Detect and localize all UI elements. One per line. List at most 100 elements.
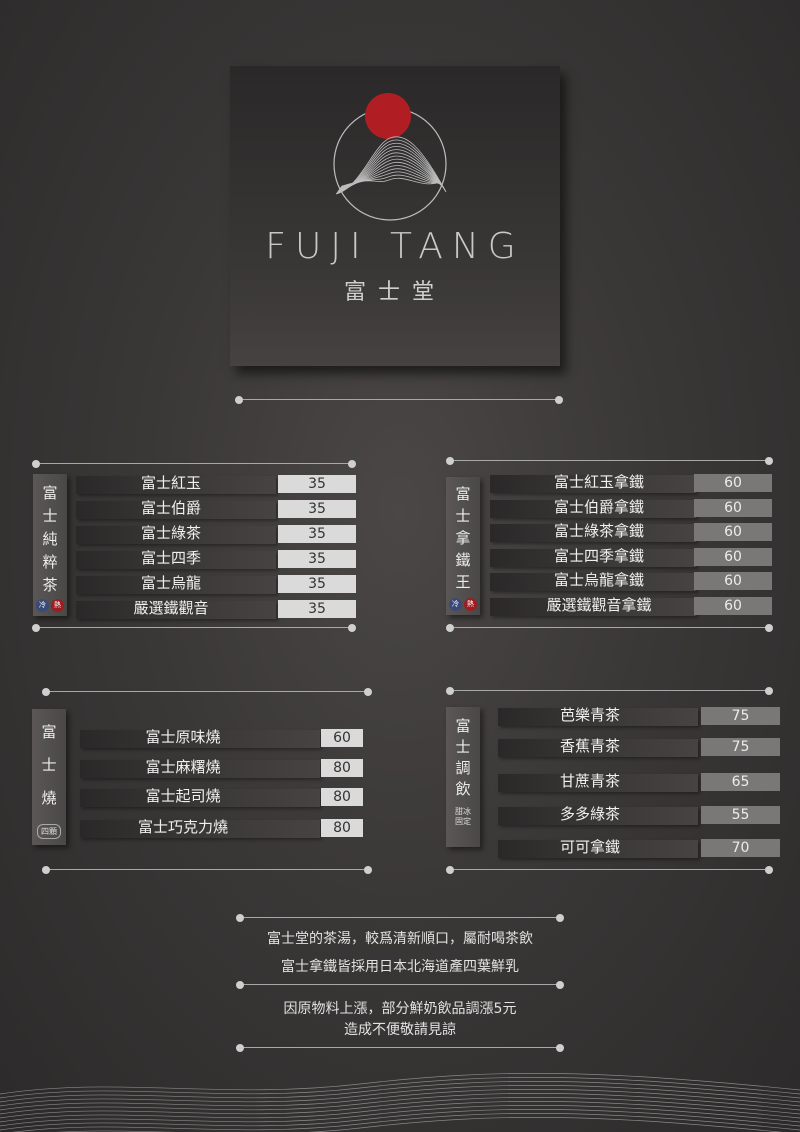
item-price: 35 <box>278 550 356 568</box>
item-name-bar <box>80 730 320 748</box>
item-price: 75 <box>701 707 780 725</box>
menu-item-row: 香蕉青茶 75 <box>498 735 781 757</box>
item-name: 富士烏龍 <box>140 574 201 592</box>
item-price: 35 <box>278 525 356 543</box>
divider <box>236 914 564 922</box>
menu-item-row: 富士伯爵 35 <box>76 497 358 519</box>
hot-badge: 熱 <box>51 599 64 612</box>
mount-fuji-sun-icon <box>333 93 447 221</box>
item-name: 富士烏龍拿鐵 <box>553 571 644 589</box>
section-label-char: 鐵 <box>455 551 471 569</box>
divider <box>42 866 372 874</box>
item-price: 80 <box>321 788 363 806</box>
section-tab-yaki: 富 士 燒 四顆 <box>32 709 66 845</box>
item-name-bar <box>498 774 698 792</box>
item-name: 甘蔗青茶 <box>559 772 620 790</box>
item-name-bar <box>80 820 320 838</box>
section-label-char: 調 <box>455 759 471 777</box>
item-name-bar <box>498 840 698 858</box>
divider <box>446 687 773 695</box>
item-name: 嚴選鐵觀音 <box>133 599 209 617</box>
cold-badge: 冷 <box>449 598 462 611</box>
item-name: 富士伯爵拿鐵 <box>553 497 644 516</box>
menu-item-row: 富士綠茶 35 <box>76 522 358 544</box>
divider <box>42 688 372 696</box>
section-label-char: 士 <box>42 507 58 525</box>
item-name: 富士原味燒 <box>145 728 221 746</box>
temperature-options: 冷 熱 <box>36 599 64 612</box>
cold-badge: 冷 <box>36 599 49 612</box>
item-name: 富士四季拿鐵 <box>553 546 644 565</box>
item-price: 80 <box>321 819 363 837</box>
menu-item-row: 可可拿鐵 70 <box>498 836 781 858</box>
note-line: 甜冰 <box>455 807 471 816</box>
section-label-char: 富 <box>455 717 471 735</box>
item-name: 富士巧克力燒 <box>137 818 228 836</box>
section-label-char: 士 <box>455 738 471 756</box>
item-name-bar <box>76 551 276 569</box>
divider <box>236 981 564 989</box>
section-label-char: 士 <box>41 756 57 774</box>
section-label-char: 拿 <box>455 529 471 547</box>
item-price: 60 <box>694 523 772 541</box>
item-price: 75 <box>701 738 780 756</box>
item-name: 多多綠茶 <box>559 805 620 823</box>
section-label-char: 粹 <box>42 553 58 571</box>
logo-card: FUJI TANG 富士堂 <box>230 66 560 366</box>
menu-item-row: 富士巧克力燒 80 <box>80 816 364 838</box>
brand-name-en: FUJI TANG <box>265 226 525 267</box>
item-name-bar <box>80 789 320 807</box>
menu-item-row: 芭樂青茶 75 <box>498 704 781 726</box>
divider <box>446 866 773 874</box>
item-name: 富士起司燒 <box>145 787 221 805</box>
item-name: 可可拿鐵 <box>559 838 620 856</box>
item-name: 富士紅玉 <box>140 474 201 492</box>
item-name: 芭樂青茶 <box>559 706 620 724</box>
item-name-bar <box>76 476 276 494</box>
item-name-bar <box>76 526 276 544</box>
item-name-bar <box>80 760 320 778</box>
footer-note-3: 因原物料上漲，部分鮮奶飲品調漲5元 <box>283 1001 517 1017</box>
divider <box>235 396 563 404</box>
item-name-bar <box>490 597 696 616</box>
menu-item-row: 富士起司燒 80 <box>80 785 364 807</box>
item-name: 富士綠茶 <box>140 524 201 542</box>
item-name-bar <box>490 499 696 518</box>
item-price: 60 <box>694 547 772 566</box>
section-label-char: 士 <box>455 507 471 525</box>
item-name-bar <box>498 739 698 757</box>
item-name-bar <box>490 524 696 542</box>
menu-item-row: 富士烏龍 35 <box>76 572 358 594</box>
item-price: 35 <box>278 575 356 593</box>
divider <box>236 1044 564 1052</box>
ice-sugar-note: 甜冰 固定 <box>455 807 471 827</box>
item-price: 55 <box>701 806 780 824</box>
divider <box>446 624 773 632</box>
item-name: 富士伯爵 <box>140 499 201 517</box>
footer-note-2: 富士拿鐵皆採用日本北海道產四葉鮮乳 <box>281 959 519 975</box>
section-label-char: 茶 <box>42 576 58 594</box>
item-name: 嚴選鐵觀音拿鐵 <box>546 595 652 614</box>
section-tab-mixed: 富 士 調 飲 甜冰 固定 <box>446 707 480 847</box>
section-label-char: 純 <box>42 530 58 548</box>
section-label-char: 燒 <box>41 789 57 807</box>
item-price: 60 <box>694 498 772 517</box>
item-name-bar <box>490 548 696 567</box>
quantity-note: 四顆 <box>37 824 61 839</box>
item-price: 70 <box>701 839 780 857</box>
item-name-bar <box>76 576 276 594</box>
divider <box>446 457 773 465</box>
section-tab-latte: 富 士 拿 鐵 王 冷 熱 <box>446 477 480 615</box>
item-name: 香蕉青茶 <box>559 737 620 755</box>
item-price: 60 <box>321 729 363 747</box>
footer-note-1: 富士堂的茶湯，較爲清新順口，屬耐喝茶飲 <box>267 931 533 947</box>
footer-note-4: 造成不便敬請見諒 <box>344 1022 456 1038</box>
item-name-bar <box>76 601 276 619</box>
item-price: 35 <box>278 500 356 518</box>
